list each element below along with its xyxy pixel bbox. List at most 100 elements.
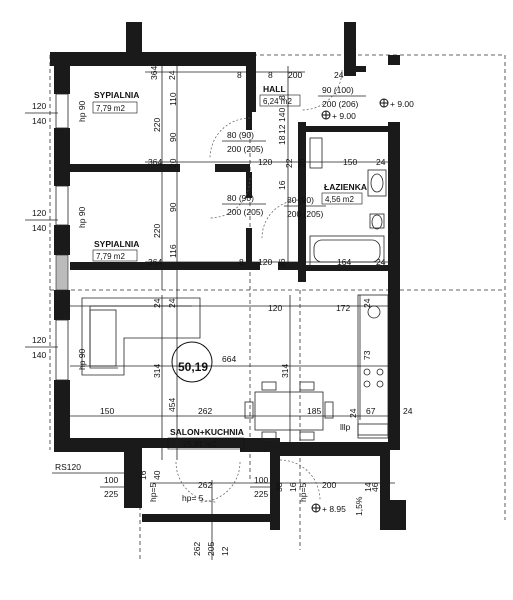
dim-mid-172: 172 bbox=[336, 303, 350, 313]
dim-b-262: 262 bbox=[198, 406, 212, 416]
dim-120b: 120 bbox=[258, 257, 272, 267]
dim-mid-120: 120 bbox=[268, 303, 282, 313]
dim-v-73: 73 bbox=[362, 350, 372, 360]
dim-v-110: 110 bbox=[168, 92, 178, 106]
dim-120a: 120 bbox=[258, 157, 272, 167]
rs-label: RS120 bbox=[55, 462, 81, 472]
level-marker-icon bbox=[311, 98, 389, 513]
dim-top-24b: 24 bbox=[334, 70, 344, 80]
dim-24b: 24 bbox=[376, 257, 386, 267]
dim-bot-12: 12 bbox=[220, 546, 230, 556]
dim-v-16: 16 bbox=[277, 180, 287, 190]
dim-top-24: 24 bbox=[167, 70, 177, 80]
dimension-lines bbox=[70, 66, 397, 560]
dim-bal-16b: 16 bbox=[288, 482, 298, 492]
dim-664: 664 bbox=[222, 354, 236, 364]
hp-label-c: hp= 5 bbox=[182, 493, 204, 503]
door-bath-size-h: 200 (205) bbox=[287, 209, 324, 219]
door-hall-size-h: 200 (206) bbox=[322, 99, 359, 109]
door-bath-size-w: 80 (90) bbox=[287, 195, 314, 205]
washbasin bbox=[367, 169, 387, 197]
room-name-bathroom: ŁAZIENKA bbox=[324, 182, 367, 192]
room-area-bedroom1: 7,79 m2 bbox=[96, 104, 125, 113]
dim-bal-46: 46 bbox=[370, 482, 380, 492]
dim-v-314b: 314 bbox=[280, 364, 290, 378]
dim-20b: 20 bbox=[297, 158, 307, 168]
dim-v-140: 140 bbox=[277, 108, 287, 122]
hp-label-b: hp=5 bbox=[298, 483, 308, 502]
dim-top-8b: 8 bbox=[268, 70, 273, 80]
dim-36: 36 bbox=[277, 258, 287, 268]
dim-8a: 8 bbox=[239, 257, 244, 267]
dim-bal-16: 16 bbox=[138, 470, 148, 480]
dim-bal-40: 40 bbox=[152, 470, 162, 480]
dim-mid-24b: 24 bbox=[167, 298, 177, 308]
door-bed2-size-w: 80 (90) bbox=[227, 193, 254, 203]
dim-top-364: 364 bbox=[149, 66, 159, 80]
dim-364b: 364 bbox=[148, 257, 162, 267]
bathtub bbox=[309, 235, 385, 267]
dim-24a: 24 bbox=[376, 157, 386, 167]
door-bed2-size-h: 200 (205) bbox=[227, 207, 264, 217]
balcony-door-height: 225 bbox=[104, 489, 118, 499]
room-area-living: 25,81 m2 bbox=[183, 440, 217, 449]
dim-mid-24a: 24 bbox=[152, 298, 162, 308]
level-balcony: + 8.95 bbox=[322, 504, 346, 514]
dim-v-90a: 90 bbox=[168, 132, 178, 142]
door-bed1-size-h: 200 (205) bbox=[227, 144, 264, 154]
dim-top-8a: 8 bbox=[237, 70, 242, 80]
dim-b-24r: 24 bbox=[403, 406, 413, 416]
dim-v-18: 18 bbox=[277, 135, 287, 145]
room-area-bedroom2: 7,79 m2 bbox=[96, 252, 125, 261]
level-hall: + 9.00 bbox=[332, 111, 356, 121]
dim-mid-24c: 24 bbox=[362, 298, 372, 308]
window1-hp: hp 90 bbox=[77, 100, 87, 122]
dim-b-185: 185 bbox=[307, 406, 321, 416]
window2-width: 120 bbox=[32, 208, 46, 218]
dim-top-200: 200 bbox=[288, 70, 302, 80]
window2-height: 140 bbox=[32, 223, 46, 233]
dim-v-8: 8 bbox=[277, 95, 287, 100]
dim-b-24: 24 bbox=[348, 408, 358, 418]
room-name-bedroom2: SYPIALNIA bbox=[94, 239, 139, 249]
window2-hp: hp 90 bbox=[77, 206, 87, 228]
walls bbox=[50, 22, 406, 530]
door-hall-size-w: 90 (100) bbox=[322, 85, 354, 95]
dim-364a: 364 bbox=[148, 157, 162, 167]
dim-b-150: 150 bbox=[100, 406, 114, 416]
room-name-hall: HALL bbox=[263, 84, 286, 94]
window1-height: 140 bbox=[32, 116, 46, 126]
room-area-hall: 6,24 m2 bbox=[263, 97, 292, 106]
dim-22: 22 bbox=[284, 158, 294, 168]
level-top: + 9.00 bbox=[390, 99, 414, 109]
dim-bal-200: 200 bbox=[322, 480, 336, 490]
radiator bbox=[309, 137, 323, 169]
kitchen-counter bbox=[357, 294, 389, 439]
dim-v-90b: 90 bbox=[168, 202, 178, 212]
door-bed1-size-w: 80 (90) bbox=[227, 130, 254, 140]
dim-164: 164 bbox=[337, 257, 351, 267]
dim-v-314a: 314 bbox=[152, 364, 162, 378]
dim-bal-slope: 1,5% bbox=[354, 496, 364, 516]
sofa bbox=[81, 297, 201, 376]
dim-v-220b: 220 bbox=[152, 224, 162, 238]
dim-b-67: 67 bbox=[366, 406, 376, 416]
dim-bot-205: 205 bbox=[206, 542, 216, 556]
dim-bot-262: 262 bbox=[192, 542, 202, 556]
balcony-door2-width: 100 bbox=[254, 475, 268, 485]
door-swings bbox=[175, 69, 343, 503]
dim-v-12: 12 bbox=[277, 124, 287, 134]
dim-v-116: 116 bbox=[168, 244, 178, 258]
dim-150: 150 bbox=[343, 157, 357, 167]
room-area-bathroom: 4,56 m2 bbox=[325, 195, 354, 204]
dining-table bbox=[244, 381, 334, 441]
hp-label-a: hp=5 bbox=[148, 483, 158, 502]
window1-width: 120 bbox=[32, 101, 46, 111]
toilet bbox=[369, 213, 385, 230]
dim-bal-262: 262 bbox=[198, 480, 212, 490]
dim-20: 20 bbox=[168, 158, 178, 168]
area-circle bbox=[171, 341, 213, 383]
window3-height: 140 bbox=[32, 350, 46, 360]
room-name-bedroom1: SYPIALNIA bbox=[94, 90, 139, 100]
